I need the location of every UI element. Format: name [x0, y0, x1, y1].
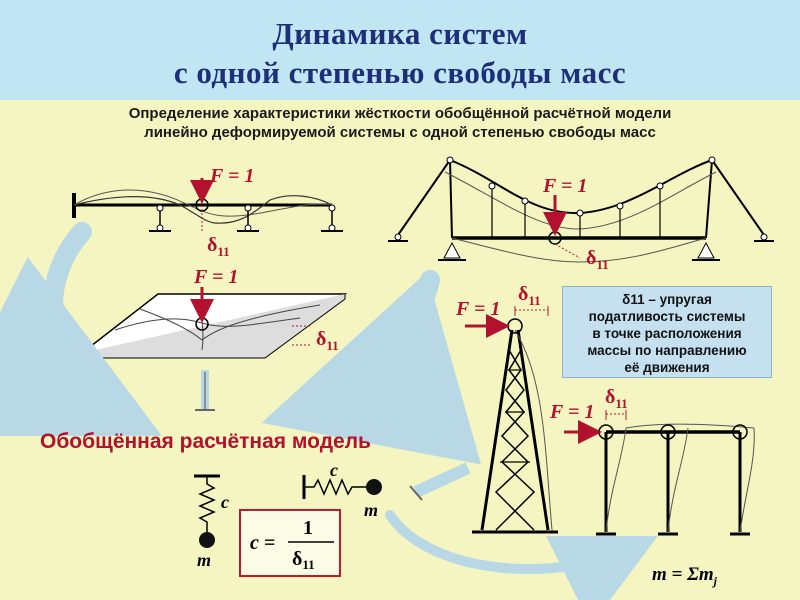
slide-title: Динамика систем с одной степенью свободы… — [0, 14, 800, 92]
formula-denominator: δ11 — [292, 548, 315, 572]
bridge-delta-label: δ11 — [586, 247, 609, 272]
frame-diagram: F = 1 δ11 m = Σmj — [549, 386, 755, 588]
tower-delta-label: δ11 — [518, 283, 541, 308]
frame-mass-2 — [660, 424, 676, 440]
horizontal-model-m-label: m — [364, 500, 378, 520]
horizontal-model-mass — [366, 479, 382, 495]
generalized-model-title: Обобщённая расчётная модель — [40, 430, 371, 453]
arrow-frame-to-model — [385, 510, 658, 600]
bridge-force-label: F = 1 — [542, 175, 587, 197]
note-line-4: массы по направлению — [587, 343, 747, 358]
vertical-model-c-label: c — [221, 492, 229, 512]
arrow-tower-to-model — [413, 462, 471, 498]
suspension-bridge-diagram: F = 1 δ11 — [388, 156, 774, 272]
frame-delta-label: δ11 — [605, 386, 628, 411]
note-line-1: δ11 – упругая — [622, 292, 712, 307]
title-band — [0, 0, 800, 100]
mass-sum-label: m = Σmj — [652, 564, 718, 588]
arrow-beam-to-model — [0, 222, 162, 436]
note-line-5: её движения — [624, 360, 710, 375]
vertical-model-mass — [199, 532, 215, 548]
subtitle-line-2: линейно деформируемой системы с одной ст… — [144, 124, 656, 141]
frame-mass-3 — [732, 424, 748, 440]
beam-support-2 — [237, 204, 259, 232]
horizontal-spring-model: c m — [302, 460, 382, 520]
vertical-model-m-label: m — [197, 550, 211, 570]
title-line-1: Динамика систем — [272, 16, 528, 51]
note-line-3: в точке расположения — [592, 326, 742, 341]
beam-diagram: F = 1 δ11 — [72, 165, 343, 259]
horizontal-model-c-label: c — [330, 460, 338, 480]
formula-lhs: c = — [250, 532, 275, 554]
note-line-2: податливость системы — [588, 309, 746, 324]
beam-delta-label: δ11 — [207, 234, 230, 259]
title-line-2: с одной степенью свободы масс — [173, 55, 627, 90]
beam-force-label: F = 1 — [209, 165, 254, 187]
compliance-note: δ11 – упругая податливость системы в точ… — [562, 286, 772, 378]
beam-support-1 — [149, 204, 171, 232]
arrow-bridge-to-model — [261, 270, 482, 465]
formula-numerator: 1 — [303, 517, 313, 539]
plate-delta-label: δ11 — [316, 328, 339, 353]
flow-arrows — [0, 222, 658, 600]
tower-diagram: F = 1 δ11 — [455, 283, 558, 534]
subtitle-line-1: Определение характеристики жёсткости обо… — [128, 105, 672, 122]
tower-force-label: F = 1 — [455, 298, 500, 320]
beam-support-3 — [321, 204, 343, 232]
vertical-spring-model: c m — [194, 474, 229, 570]
stiffness-formula: c = 1 δ11 — [239, 509, 341, 577]
slide-subtitle: Определение характеристики жёсткости обо… — [0, 104, 800, 142]
plate-diagram: F = 1 δ11 — [79, 266, 348, 359]
plate-force-label: F = 1 — [193, 266, 238, 288]
frame-force-label: F = 1 — [549, 401, 594, 423]
